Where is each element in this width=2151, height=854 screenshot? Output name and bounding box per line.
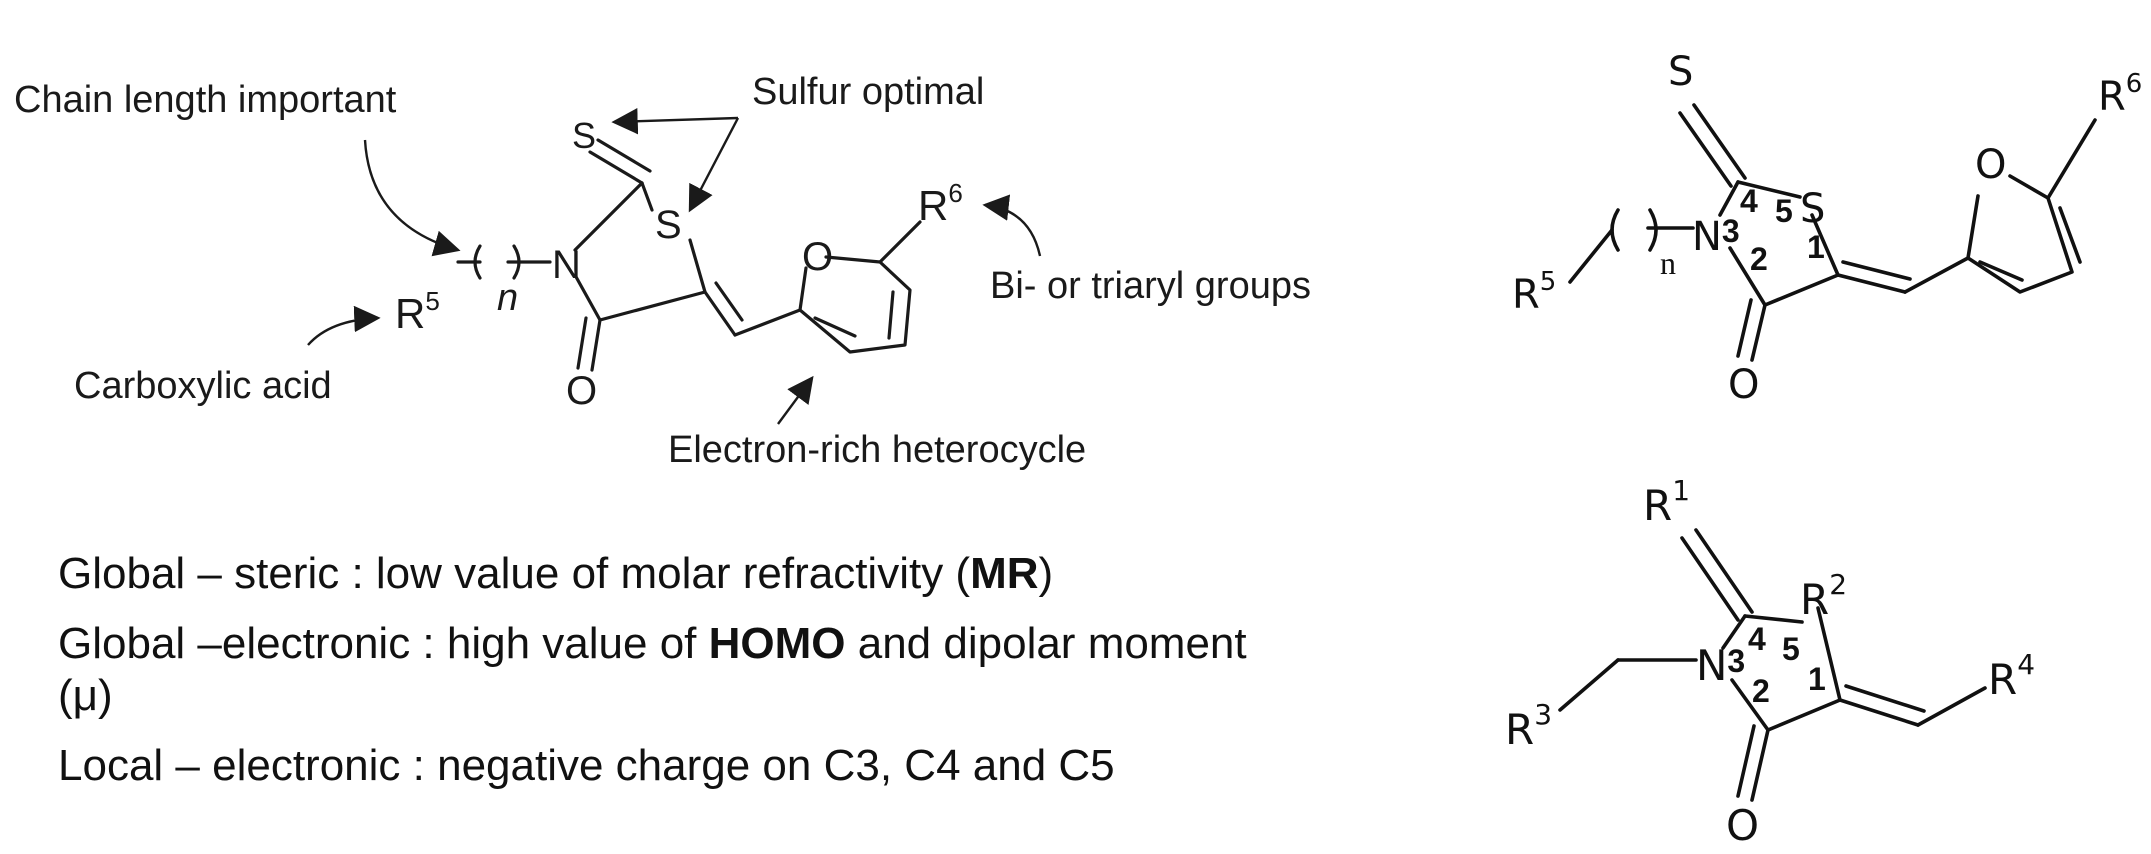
r1-label: R1: [1643, 474, 1690, 530]
furan-inner-double: [813, 290, 895, 340]
bond-c-exoS: [588, 138, 652, 185]
numbered-structure-bottom: R1 R2 R3 R4 N3 O 4 5 1 2: [1505, 474, 2035, 850]
atom-n3: N3: [1692, 213, 1740, 260]
r6-label: R6: [918, 178, 963, 229]
r4-label: R4: [1988, 648, 2035, 704]
r3-label: R3: [1505, 698, 1552, 754]
bond-furan-r6: [878, 220, 922, 264]
r5-label: R5: [395, 286, 440, 337]
atom-n: N: [552, 243, 581, 287]
bond-c4-exoS: [1678, 103, 1747, 188]
chain-to-r5: [1568, 228, 1614, 284]
bond-n3-c2: [1728, 246, 1767, 307]
bond-furan-r6: [2046, 118, 2097, 200]
arrow-sulfur-exo: [611, 108, 739, 135]
furan-ring: [1966, 174, 2074, 294]
bond-c1-exo: [1836, 260, 1912, 294]
arrow-chain: [363, 139, 461, 257]
atom-o-furan: O: [1975, 142, 2006, 188]
bond-sring-c5: [688, 238, 707, 294]
arrow-biaryl: [982, 194, 1042, 257]
position-4: 4: [1740, 183, 1758, 219]
atom-o: O: [1726, 801, 1759, 850]
position-4: 4: [1748, 621, 1766, 657]
bond-c2-o: [576, 316, 602, 372]
atom-o-carbonyl: O: [1728, 362, 1759, 408]
annotation-chain-length: Chain length important: [14, 79, 397, 121]
arrow-carboxylic: [307, 305, 381, 346]
bond-c4-n3: [1718, 180, 1740, 217]
bond-c-n: [573, 181, 644, 252]
bond-ch-furan: [733, 308, 802, 337]
mr-term: MR: [970, 549, 1039, 598]
annotation-heterocycle: Electron-rich heterocycle: [668, 429, 1086, 471]
descriptor-notes: Global – steric : low value of molar ref…: [58, 548, 1308, 810]
r6-label: R6: [2098, 69, 2142, 120]
atom-o-carbonyl: O: [566, 369, 597, 413]
bond-ch-furan: [1903, 256, 1970, 294]
homo-term: HOMO: [708, 619, 846, 668]
bond-exo-r4: [1916, 686, 1987, 727]
bond-c2-o: [1736, 724, 1770, 802]
atom-n3: N3: [1696, 641, 1745, 690]
descriptor-local: Local – electronic : negative charge on …: [58, 741, 1115, 790]
position-1: 1: [1808, 661, 1826, 697]
atom-s-ring: S: [655, 203, 682, 247]
atom-s-ring: S: [1800, 186, 1825, 232]
bond-c2-o: [1736, 298, 1767, 362]
subscript-n: n: [1660, 245, 1676, 281]
subscript-n: n: [497, 277, 518, 319]
descriptor-electronic: Global –electronic : high value of HOMO …: [58, 619, 1247, 720]
annotation-carboxylic: Carboxylic acid: [74, 365, 332, 407]
position-5: 5: [1775, 193, 1793, 229]
annotated-structure: S S N O O n R5 R6 Chain length important…: [14, 71, 1311, 471]
chain-parenthesis: [1610, 208, 1658, 252]
bond-c2-c1: [1766, 698, 1842, 732]
r5-label: R5: [1512, 267, 1556, 318]
bond-s-c1: [1810, 213, 1840, 277]
bond-n-c2: [573, 273, 602, 322]
descriptor-steric: Global – steric : low value of molar ref…: [58, 549, 1054, 598]
bond-n3-c2: [1730, 678, 1770, 732]
annotation-biaryl: Bi- or triaryl groups: [990, 265, 1311, 307]
annotation-sulfur: Sulfur optimal: [752, 71, 984, 113]
atom-o-furan: O: [802, 235, 833, 279]
bond-ch2-r3: [1558, 658, 1620, 712]
bond-r2-c1: [1816, 606, 1842, 702]
position-5: 5: [1782, 631, 1800, 667]
bond-c4-s: [1736, 180, 1802, 199]
position-2: 2: [1752, 673, 1770, 709]
atom-s-exo: S: [572, 115, 596, 156]
arrow-heterocycle: [777, 375, 814, 425]
bond-c4-r1: [1680, 528, 1754, 622]
bond-c4-n3: [1721, 614, 1747, 650]
arrow-sulfur-ring: [688, 117, 740, 213]
furan-inner-double: [1978, 206, 2082, 282]
atom-s-exo: S: [1668, 49, 1693, 95]
bond-exo-double: [703, 281, 744, 337]
bond-c2-c5: [598, 290, 707, 322]
position-1: 1: [1807, 229, 1825, 265]
numbered-structure-top: S S N3 O O n R5 R6 4 5 1 2: [1512, 49, 2142, 408]
position-2: 2: [1750, 241, 1768, 277]
bond-c2-c1: [1763, 273, 1840, 307]
r2-label: R2: [1800, 568, 1847, 624]
bond-c4-r2: [1743, 614, 1804, 624]
bond-c1-exo: [1838, 684, 1926, 727]
furan-ring: [798, 255, 912, 354]
bond-c-sring: [640, 181, 654, 212]
